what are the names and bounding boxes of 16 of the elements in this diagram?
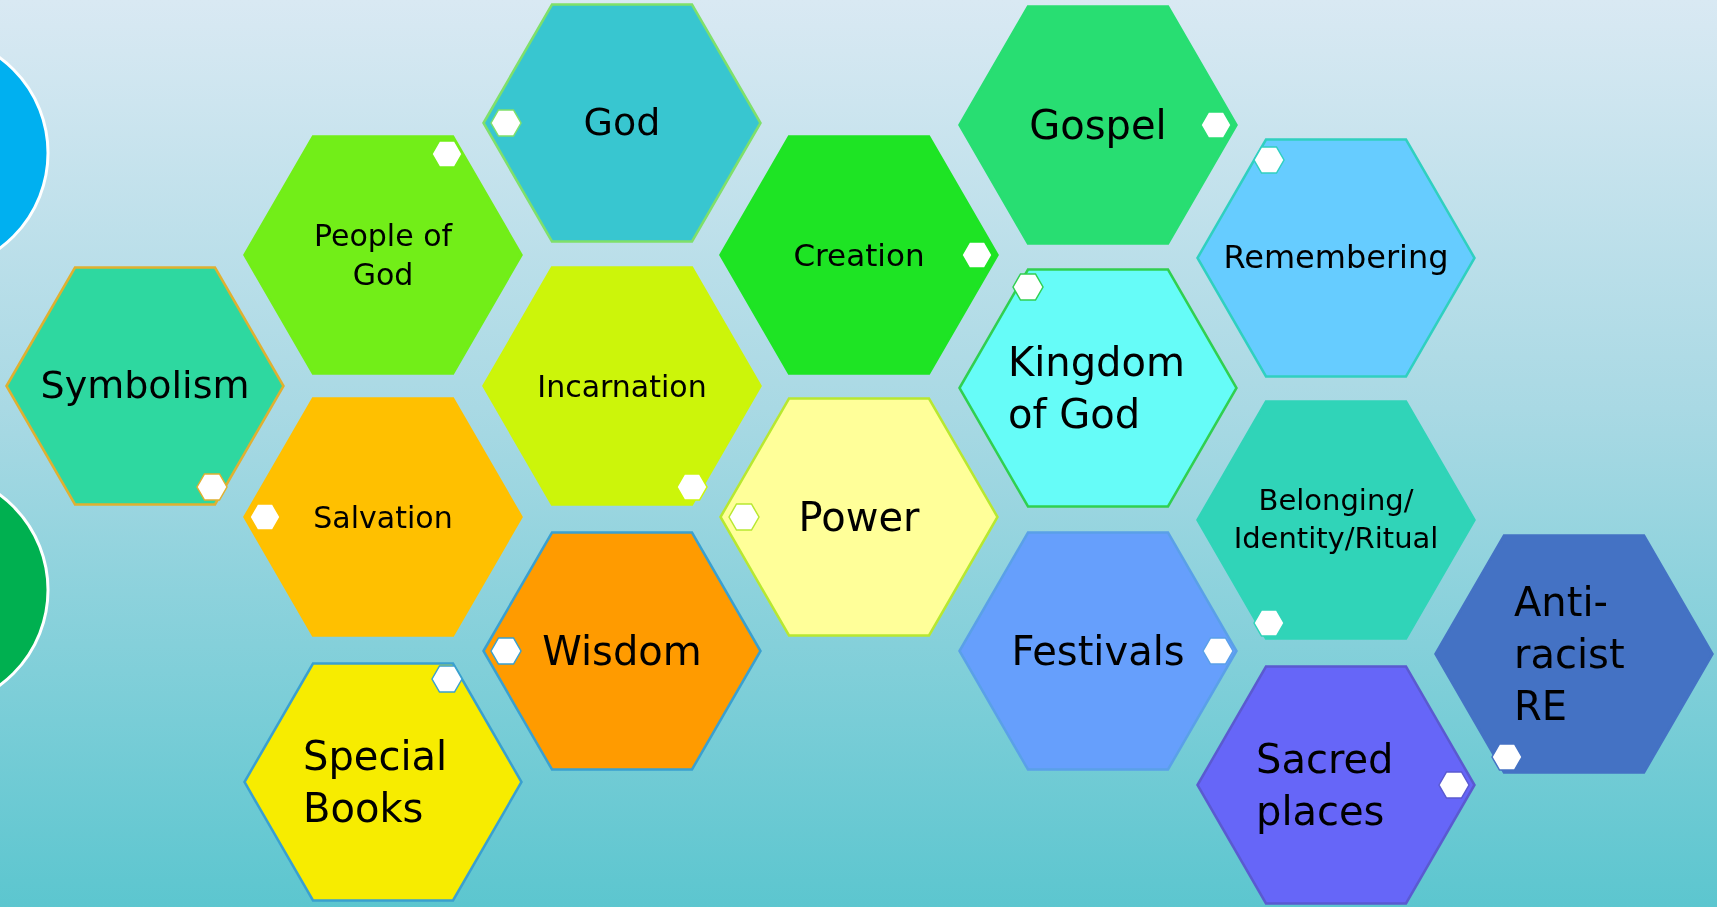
hexagon-label: Gospel	[1029, 101, 1167, 150]
hexagon-label: Special Books	[303, 732, 449, 833]
hexagon-label: Festivals	[1011, 627, 1185, 676]
hexagon-label: Power	[798, 493, 920, 542]
hexagon-label: Remembering	[1223, 237, 1449, 279]
hexagon-label: Anti-racist RE	[1514, 578, 1626, 731]
hexagon-label: Sacred places	[1256, 735, 1395, 836]
hexagon-label: Incarnation	[537, 367, 707, 406]
hexagon-label: Wisdom	[542, 627, 702, 676]
hexagon-label: God	[583, 99, 661, 147]
hexagon-label: Creation	[793, 235, 925, 275]
hexagon-label: Kingdom of God	[1008, 338, 1186, 439]
hexagon-label: Belonging/ Identity/Ritual	[1232, 482, 1440, 557]
hexagon-label: Salvation	[313, 498, 453, 537]
hexagon-label: Symbolism	[40, 362, 250, 410]
hexagon-label: People of God	[312, 217, 454, 294]
